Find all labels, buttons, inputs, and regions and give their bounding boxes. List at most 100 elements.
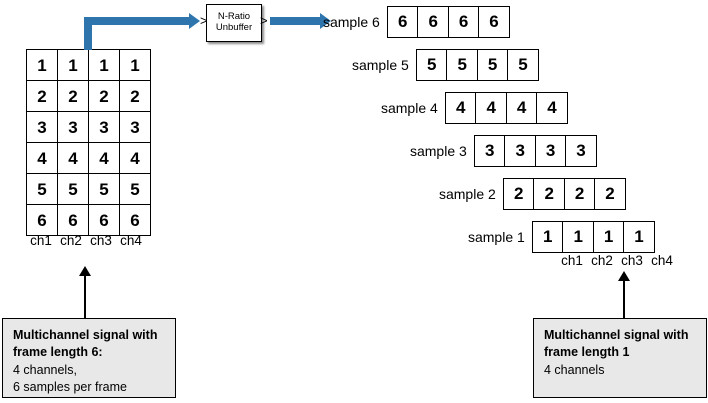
table-row: 1 1 1 1	[26, 49, 151, 81]
sample-cell: 1	[592, 221, 625, 253]
table-row: 6 6 6 6	[26, 204, 151, 236]
matrix-cell: 2	[119, 80, 151, 112]
output-port-icon: >	[260, 13, 268, 28]
list-item: sample 6 6 6 6 6	[250, 6, 510, 38]
matrix-cell: 4	[88, 142, 120, 174]
sample-cell: 6	[417, 6, 450, 38]
caption-line4: 6 samples per frame	[13, 379, 127, 394]
channel-label: ch2	[60, 233, 82, 248]
sample-label: sample 1	[467, 229, 525, 245]
matrix-cell: 4	[26, 142, 58, 174]
matrix-cell: 6	[57, 204, 89, 236]
callout-arrow-head-left	[79, 266, 91, 276]
matrix-cell: 4	[119, 142, 151, 174]
sample-cell: 6	[478, 6, 510, 38]
matrix-cell: 5	[26, 173, 58, 205]
sample-cell: 5	[446, 49, 479, 81]
matrix-cell: 3	[88, 111, 120, 143]
input-port-icon: >	[200, 13, 208, 28]
matrix-cell: 5	[88, 173, 120, 205]
caption-line3: 4 channels	[544, 362, 605, 377]
matrix-cell: 1	[88, 49, 120, 81]
signal-arrowhead-in	[189, 13, 200, 29]
input-channel-labels: ch1 ch2 ch3 ch4	[26, 233, 146, 248]
channel-label: ch4	[651, 253, 673, 268]
channel-label: ch3	[90, 233, 112, 248]
callout-arrow-stem-right	[623, 281, 625, 320]
signal-line-horizontal-out	[270, 17, 320, 25]
sample-cell: 5	[476, 49, 509, 81]
matrix-cell: 5	[57, 173, 89, 205]
signal-line-vertical	[84, 17, 92, 50]
sample-cell: 1	[531, 221, 564, 253]
sample-label: sample 4	[380, 100, 438, 116]
table-row: 3 3 3 3	[26, 111, 151, 143]
caption-bold-line1: Multichannel signal with	[13, 328, 158, 342]
callout-arrow-head-right	[618, 271, 630, 281]
sample-label: sample 2	[438, 186, 496, 202]
sample-cell: 3	[504, 135, 537, 167]
matrix-cell: 3	[26, 111, 58, 143]
n-ratio-unbuffer-block[interactable]: N-Ratio Unbuffer	[206, 4, 262, 42]
matrix-cell: 5	[119, 173, 151, 205]
block-label-line2: Unbuffer	[215, 22, 253, 33]
matrix-cell: 1	[26, 49, 58, 81]
sample-label: sample 3	[409, 143, 467, 159]
sample-label: sample 6	[322, 14, 380, 30]
matrix-cell: 6	[88, 204, 120, 236]
sample-cell: 3	[565, 135, 597, 167]
matrix-cell: 3	[57, 111, 89, 143]
sample-cell: 1	[623, 221, 655, 253]
list-item: sample 5 5 5 5 5	[279, 49, 539, 81]
list-item: sample 1 1 1 1 1	[395, 221, 655, 253]
caption-box-left: Multichannel signal with frame length 6:…	[2, 318, 176, 398]
sample-cell: 2	[563, 178, 596, 210]
caption-line3: 4 channels,	[13, 362, 77, 377]
sample-cell: 5	[507, 49, 539, 81]
sample-cell: 4	[505, 92, 538, 124]
matrix-cell: 1	[57, 49, 89, 81]
sample-cell: 4	[475, 92, 508, 124]
sample-boxes: 5 5 5 5	[415, 49, 539, 81]
caption-bold-line1: Multichannel signal with	[544, 328, 689, 342]
sample-boxes: 1 1 1 1	[531, 221, 655, 253]
matrix-cell: 1	[119, 49, 151, 81]
channel-label: ch3	[621, 253, 643, 268]
channel-label: ch1	[561, 253, 583, 268]
table-row: 4 4 4 4	[26, 142, 151, 174]
matrix-cell: 3	[119, 111, 151, 143]
matrix-cell: 2	[88, 80, 120, 112]
sample-label: sample 5	[351, 57, 409, 73]
caption-bold-line2: frame length 1	[544, 345, 630, 360]
sample-cell: 3	[534, 135, 567, 167]
sample-cell: 2	[533, 178, 566, 210]
matrix-cell: 2	[57, 80, 89, 112]
list-item: sample 3 3 3 3 3	[337, 135, 597, 167]
table-row: 5 5 5 5	[26, 173, 151, 205]
callout-arrow-stem-left	[84, 276, 86, 320]
table-row: 2 2 2 2	[26, 80, 151, 112]
matrix-cell: 6	[26, 204, 58, 236]
block-label-line1: N-Ratio	[217, 11, 251, 23]
sample-cell: 1	[562, 221, 595, 253]
channel-label: ch1	[30, 233, 52, 248]
caption-box-right: Multichannel signal with frame length 1 …	[533, 318, 707, 398]
input-matrix: 1 1 1 1 2 2 2 2 3 3 3 3 4 4 4 4	[26, 49, 151, 236]
sample-cell: 4	[536, 92, 568, 124]
list-item: sample 4 4 4 4 4	[308, 92, 568, 124]
sample-boxes: 6 6 6 6	[386, 6, 510, 38]
list-item: sample 2 2 2 2 2	[366, 178, 626, 210]
sample-boxes: 2 2 2 2	[502, 178, 626, 210]
caption-bold-line2: frame length 6:	[13, 345, 103, 360]
matrix-cell: 4	[57, 142, 89, 174]
sample-cell: 3	[473, 135, 506, 167]
channel-label: ch2	[591, 253, 613, 268]
sample-cell: 2	[502, 178, 535, 210]
sample-cell: 4	[444, 92, 477, 124]
sample-cell: 6	[386, 6, 419, 38]
matrix-cell: 2	[26, 80, 58, 112]
sample-boxes: 4 4 4 4	[444, 92, 568, 124]
signal-line-horizontal-in	[84, 17, 189, 25]
sample-cell: 5	[415, 49, 448, 81]
